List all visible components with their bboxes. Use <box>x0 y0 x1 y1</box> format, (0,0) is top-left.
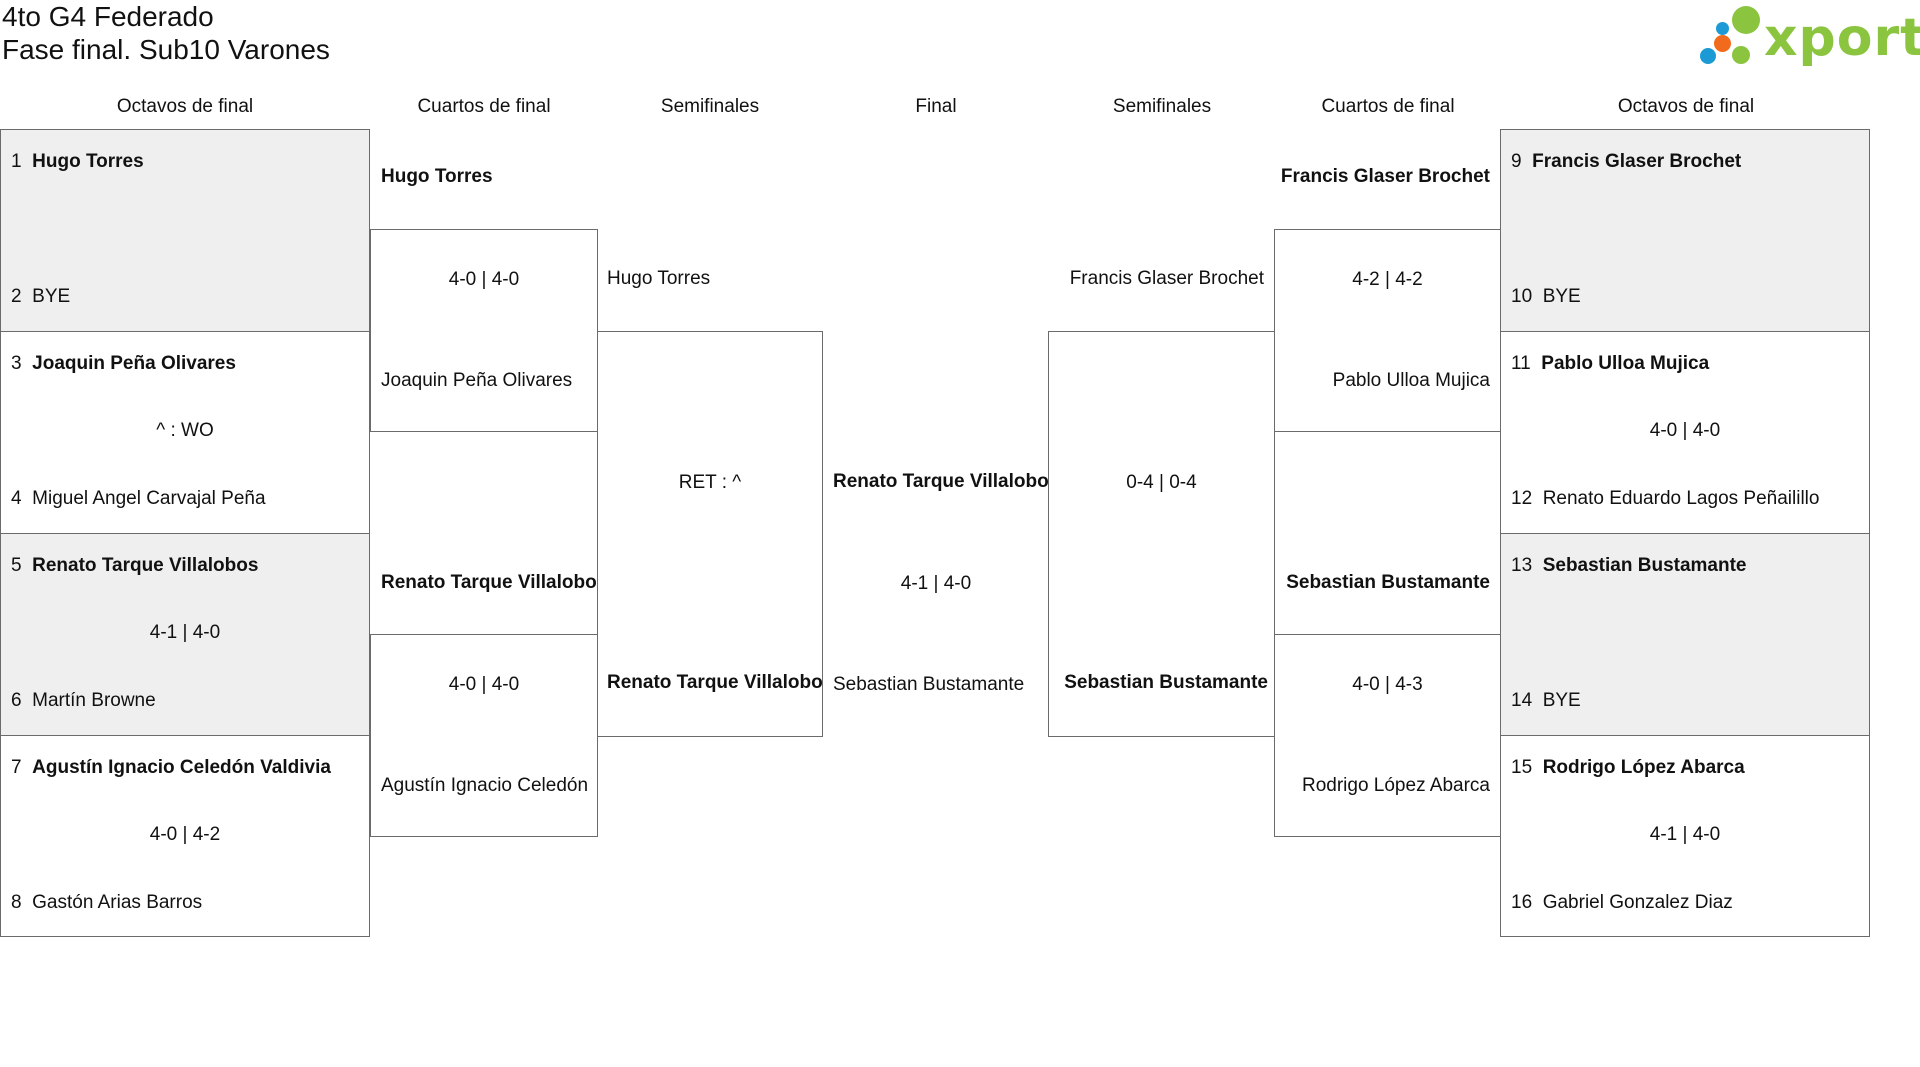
cuartos-left-2-box <box>370 634 598 837</box>
player-loser: BYE <box>1542 286 1581 307</box>
cuartos-left-1-winner: Hugo Torres <box>381 166 493 187</box>
cuartos-right-2-winner: Sebastian Bustamante <box>1286 572 1490 593</box>
player-loser: Martín Browne <box>32 690 156 711</box>
cuartos-right-2-loser: Rodrigo López Abarca <box>1301 775 1490 796</box>
player-loser: Gabriel Gonzalez Diaz <box>1542 892 1733 913</box>
round-header-octavos-left: Octavos de final <box>116 96 254 117</box>
seed-number: 1 <box>11 151 22 172</box>
player-winner: Francis Glaser Brochet <box>1532 151 1742 172</box>
match-octavos-1: 1 Hugo Torres 2 BYE <box>0 129 370 331</box>
semis-right-box <box>1048 331 1275 737</box>
final-runner-up: Sebastian Bustamante <box>833 674 1025 695</box>
cuartos-left-1-loser: Joaquin Peña Olivares <box>381 370 573 391</box>
match-score: 4-1 | 4-0 <box>149 622 221 643</box>
cuartos-right-1-box <box>1274 229 1501 432</box>
logo-dot-blue-icon <box>1716 22 1729 35</box>
final-score: 4-1 | 4-0 <box>900 573 972 594</box>
player-winner: Rodrigo López Abarca <box>1542 757 1745 778</box>
match-octavos-3: 5 Renato Tarque Villalobos 4-1 | 4-0 6 M… <box>0 533 370 735</box>
seed-number: 12 <box>1511 488 1533 509</box>
semis-right-finalist: Sebastian Bustamante <box>1064 672 1268 693</box>
semis-right-loser: Francis Glaser Brochet <box>1069 268 1264 289</box>
match-score: 4-0 | 4-2 <box>149 824 221 845</box>
seed-number: 8 <box>11 892 22 913</box>
semis-right-score: 0-4 | 0-4 <box>1126 472 1197 493</box>
semis-left-winner: Hugo Torres <box>607 268 711 289</box>
player-loser: Gastón Arias Barros <box>32 892 203 913</box>
player-winner: Hugo Torres <box>32 151 144 172</box>
player-loser: BYE <box>1542 690 1581 711</box>
tournament-subtitle: Fase final. Sub10 Varones <box>2 34 330 65</box>
logo-dot-blue2-icon <box>1700 48 1716 64</box>
match-octavos-6: 11 Pablo Ulloa Mujica 4-0 | 4-0 12 Renat… <box>1500 331 1870 533</box>
seed-number: 10 <box>1511 286 1533 307</box>
seed-number: 6 <box>11 690 22 711</box>
logo-text: xporty <box>1764 8 1920 68</box>
cuartos-left-2-score: 4-0 | 4-0 <box>448 674 520 695</box>
logo-dot-green-icon <box>1732 6 1760 34</box>
xporty-logo: xporty <box>1698 4 1920 70</box>
player-loser: Miguel Angel Carvajal Peña <box>32 488 266 509</box>
player-winner: Agustín Ignacio Celedón Valdivia <box>32 757 331 778</box>
player-winner: Sebastian Bustamante <box>1542 555 1747 576</box>
cuartos-right-2-score: 4-0 | 4-3 <box>1352 674 1423 695</box>
semis-left-score: RET : ^ <box>678 472 742 493</box>
round-header-semis-left: Semifinales <box>660 96 760 117</box>
match-score: ^ : WO <box>156 420 214 441</box>
match-octavos-2: 3 Joaquin Peña Olivares ^ : WO 4 Miguel … <box>0 331 370 533</box>
seed-number: 7 <box>11 757 22 778</box>
round-header-cuartos-left: Cuartos de final <box>417 96 551 117</box>
logo-dot-green2-icon <box>1732 46 1750 64</box>
seed-number: 16 <box>1511 892 1533 913</box>
semis-left-box <box>597 331 823 737</box>
seed-number: 3 <box>11 353 22 374</box>
player-loser: Renato Eduardo Lagos Peñailillo <box>1542 488 1820 509</box>
player-winner: Joaquin Peña Olivares <box>32 353 236 374</box>
match-score: 4-1 | 4-0 <box>1649 824 1721 845</box>
semis-left-finalist: Renato Tarque Villalobo <box>607 672 823 693</box>
match-octavos-4: 7 Agustín Ignacio Celedón Valdivia 4-0 |… <box>0 735 370 937</box>
round-header-semis-right: Semifinales <box>1112 96 1212 117</box>
cuartos-right-2-box <box>1274 634 1501 837</box>
seed-number: 2 <box>11 286 22 307</box>
seed-number: 13 <box>1511 555 1533 576</box>
match-octavos-8: 15 Rodrigo López Abarca 4-1 | 4-0 16 Gab… <box>1500 735 1870 937</box>
seed-number: 11 <box>1511 353 1531 374</box>
match-octavos-5: 9 Francis Glaser Brochet 10 BYE <box>1500 129 1870 331</box>
player-winner: Renato Tarque Villalobos <box>32 555 259 576</box>
seed-number: 9 <box>1511 151 1522 172</box>
tournament-title: 4to G4 Federado <box>2 1 214 32</box>
cuartos-left-1-box <box>370 229 598 432</box>
seed-number: 15 <box>1511 757 1533 778</box>
cuartos-right-1-winner: Francis Glaser Brochet <box>1280 166 1490 187</box>
player-loser: BYE <box>32 286 71 307</box>
round-header-final: Final <box>915 96 957 117</box>
match-score: 4-0 | 4-0 <box>1649 420 1721 441</box>
cuartos-right-1-loser: Pablo Ulloa Mujica <box>1332 370 1490 391</box>
cuartos-left-1-score: 4-0 | 4-0 <box>448 269 520 290</box>
final-champion: Renato Tarque Villalobo <box>833 471 1049 492</box>
logo-dot-orange-icon <box>1714 35 1731 52</box>
seed-number: 5 <box>11 555 22 576</box>
match-octavos-7: 13 Sebastian Bustamante 14 BYE <box>1500 533 1870 735</box>
cuartos-left-2-loser: Agustín Ignacio Celedón <box>381 775 589 796</box>
cuartos-left-2-winner: Renato Tarque Villalobo <box>381 572 597 593</box>
player-winner: Pablo Ulloa Mujica <box>1541 353 1710 374</box>
seed-number: 4 <box>11 488 22 509</box>
cuartos-right-1-score: 4-2 | 4-2 <box>1352 269 1423 290</box>
seed-number: 14 <box>1511 690 1533 711</box>
round-header-cuartos-right: Cuartos de final <box>1321 96 1455 117</box>
round-header-octavos-right: Octavos de final <box>1617 96 1755 117</box>
